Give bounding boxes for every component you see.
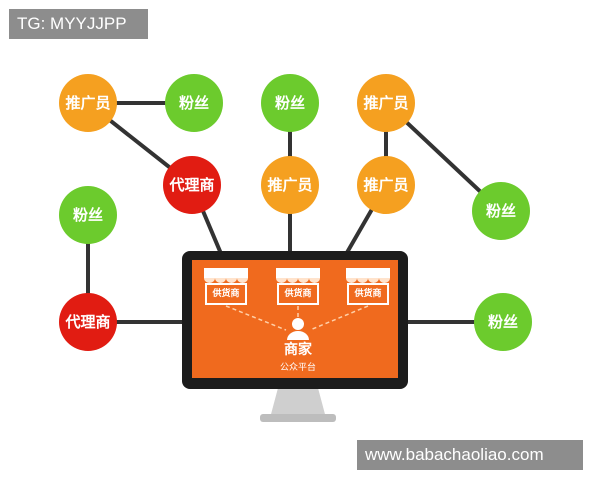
node-promoter-middle: 推广员: [261, 156, 319, 214]
watermark-url-bottom: www.babachaoliao.com: [357, 440, 583, 470]
node-label: 粉丝: [73, 206, 103, 224]
node-label: 粉丝: [488, 313, 518, 331]
node-label: 推广员: [267, 176, 312, 194]
node-label: 推广员: [363, 94, 408, 112]
stall-2-label: 供货商: [283, 287, 311, 299]
node-circle: [59, 293, 117, 351]
node-fans-right-top: 粉丝: [472, 182, 530, 240]
node-agent-left: 代理商: [59, 293, 117, 351]
nodes: 推广员 粉丝 代理商 粉丝 推广员 推广员 推广员 粉丝: [59, 74, 532, 351]
node-label: 代理商: [64, 313, 110, 331]
monitor: 供货商 供货商 供货商 商家 公众平台: [182, 251, 408, 422]
node-promoter-top-right: 推广员: [357, 74, 415, 132]
node-fans-right-bottom: 粉丝: [474, 293, 532, 351]
node-agent-top: 代理商: [163, 156, 221, 214]
node-label: 推广员: [65, 94, 110, 112]
node-label: 粉丝: [275, 94, 305, 112]
merchant-label: 商家: [284, 341, 313, 358]
monitor-base: [260, 414, 336, 422]
node-label: 粉丝: [486, 202, 516, 220]
node-fans-left: 粉丝: [59, 186, 117, 244]
node-circle: [59, 186, 117, 244]
node-fans-top-left: 粉丝: [165, 74, 223, 132]
node-circle: [163, 156, 221, 214]
node-fans-top-middle: 粉丝: [261, 74, 319, 132]
node-label: 粉丝: [179, 94, 209, 112]
supplier-stall-1: 供货商: [204, 268, 248, 305]
stall-1-label: 供货商: [211, 287, 239, 299]
node-circle: [165, 74, 223, 132]
supplier-stall-2: 供货商: [276, 268, 320, 305]
node-label: 推广员: [363, 176, 408, 194]
node-label: 代理商: [168, 176, 214, 194]
node-circle: [261, 74, 319, 132]
watermark-tag-top: TG: MYYJJPP: [9, 9, 148, 39]
merchant-person-icon: [287, 318, 309, 340]
monitor-stand: [270, 388, 326, 418]
supplier-stall-3: 供货商: [346, 268, 391, 305]
node-circle: [472, 182, 530, 240]
node-circle: [261, 156, 319, 214]
stall-3-label: 供货商: [353, 287, 381, 299]
platform-label: 公众平台: [280, 361, 316, 373]
node-promoter-top-left: 推广员: [59, 74, 117, 132]
node-circle: [357, 74, 415, 132]
node-circle: [59, 74, 117, 132]
node-promoter-right: 推广员: [357, 156, 415, 214]
screen-dashed-lines: [225, 305, 369, 331]
node-circle: [474, 293, 532, 351]
node-circle: [357, 156, 415, 214]
